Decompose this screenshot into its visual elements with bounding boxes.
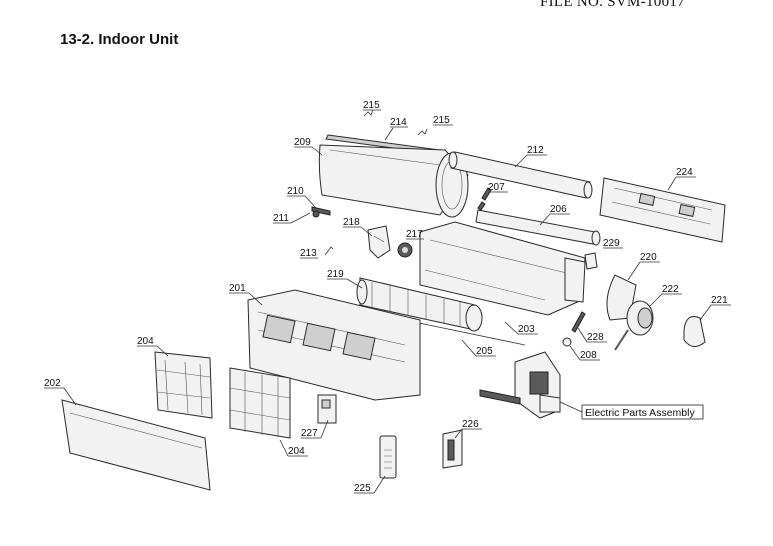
callout-224: 224 bbox=[676, 167, 693, 178]
part-204-filter-left bbox=[154, 351, 213, 419]
callout-labels: 215 215 214 209 212 224 210 207 211 218 … bbox=[44, 100, 728, 494]
callout-203: 203 bbox=[518, 324, 535, 335]
file-number: FILE NO. SVM-10017 bbox=[540, 0, 685, 10]
callout-202: 202 bbox=[44, 378, 61, 389]
callout-217: 217 bbox=[406, 229, 423, 240]
part-224-back-plate bbox=[599, 177, 726, 243]
callout-219: 219 bbox=[327, 269, 344, 280]
callout-215-left: 215 bbox=[363, 100, 380, 111]
part-225-remote-control bbox=[379, 435, 397, 479]
callout-226: 226 bbox=[462, 419, 479, 430]
part-215-clip-left bbox=[363, 109, 374, 117]
electric-parts-assembly-label: Electric Parts Assembly bbox=[581, 404, 704, 420]
callout-211: 211 bbox=[273, 213, 289, 224]
part-213-clip bbox=[324, 246, 334, 256]
callout-215-right: 215 bbox=[433, 115, 450, 126]
callout-210: 210 bbox=[287, 186, 304, 197]
callout-228: 228 bbox=[587, 332, 604, 343]
part-228-shaft bbox=[571, 311, 586, 333]
callout-218: 218 bbox=[343, 217, 360, 228]
part-219-cross-flow-fan bbox=[356, 277, 483, 332]
leader-lines bbox=[44, 109, 731, 494]
part-211-holder bbox=[312, 210, 320, 218]
part-209-front-panel bbox=[318, 144, 469, 218]
callout-220: 220 bbox=[640, 252, 657, 263]
part-226-holder bbox=[442, 429, 463, 469]
callout-209: 209 bbox=[294, 137, 311, 148]
assembly-label-text: Electric Parts Assembly bbox=[585, 407, 695, 419]
part-215-clip-right bbox=[417, 128, 428, 136]
part-201-front-frame bbox=[247, 289, 421, 401]
callout-229: 229 bbox=[603, 238, 620, 249]
electric-parts-assembly bbox=[479, 351, 561, 419]
callout-213: 213 bbox=[300, 248, 317, 259]
part-227-bracket bbox=[317, 394, 337, 424]
part-203-rear-casing bbox=[419, 221, 586, 316]
section-title: 13-2. Indoor Unit bbox=[60, 31, 179, 48]
part-202-front-cover bbox=[61, 399, 211, 491]
part-207-connector bbox=[477, 187, 492, 211]
callout-205: 205 bbox=[476, 346, 493, 357]
callout-204-right: 204 bbox=[288, 446, 305, 457]
callout-221: 221 bbox=[711, 295, 728, 306]
part-222-fan-motor bbox=[614, 300, 654, 351]
callout-207: 207 bbox=[488, 182, 505, 193]
callout-214: 214 bbox=[390, 117, 407, 128]
part-221-motor-band bbox=[683, 316, 706, 347]
part-212-pipe bbox=[448, 151, 593, 199]
part-204-filter-right bbox=[229, 367, 291, 439]
callout-208: 208 bbox=[580, 350, 597, 361]
callout-225: 225 bbox=[354, 483, 371, 494]
callout-201: 201 bbox=[229, 283, 246, 294]
part-210-screw bbox=[311, 206, 331, 216]
callout-204-left: 204 bbox=[137, 336, 154, 347]
callout-212: 212 bbox=[527, 145, 544, 156]
part-217-bearing bbox=[397, 242, 413, 258]
part-206-pipe bbox=[475, 209, 601, 246]
part-218-bracket bbox=[367, 225, 391, 259]
part-208-knob bbox=[562, 337, 572, 347]
part-229-clip bbox=[584, 252, 598, 270]
callout-227: 227 bbox=[301, 428, 318, 439]
callout-206: 206 bbox=[550, 204, 567, 215]
callout-222: 222 bbox=[662, 284, 679, 295]
